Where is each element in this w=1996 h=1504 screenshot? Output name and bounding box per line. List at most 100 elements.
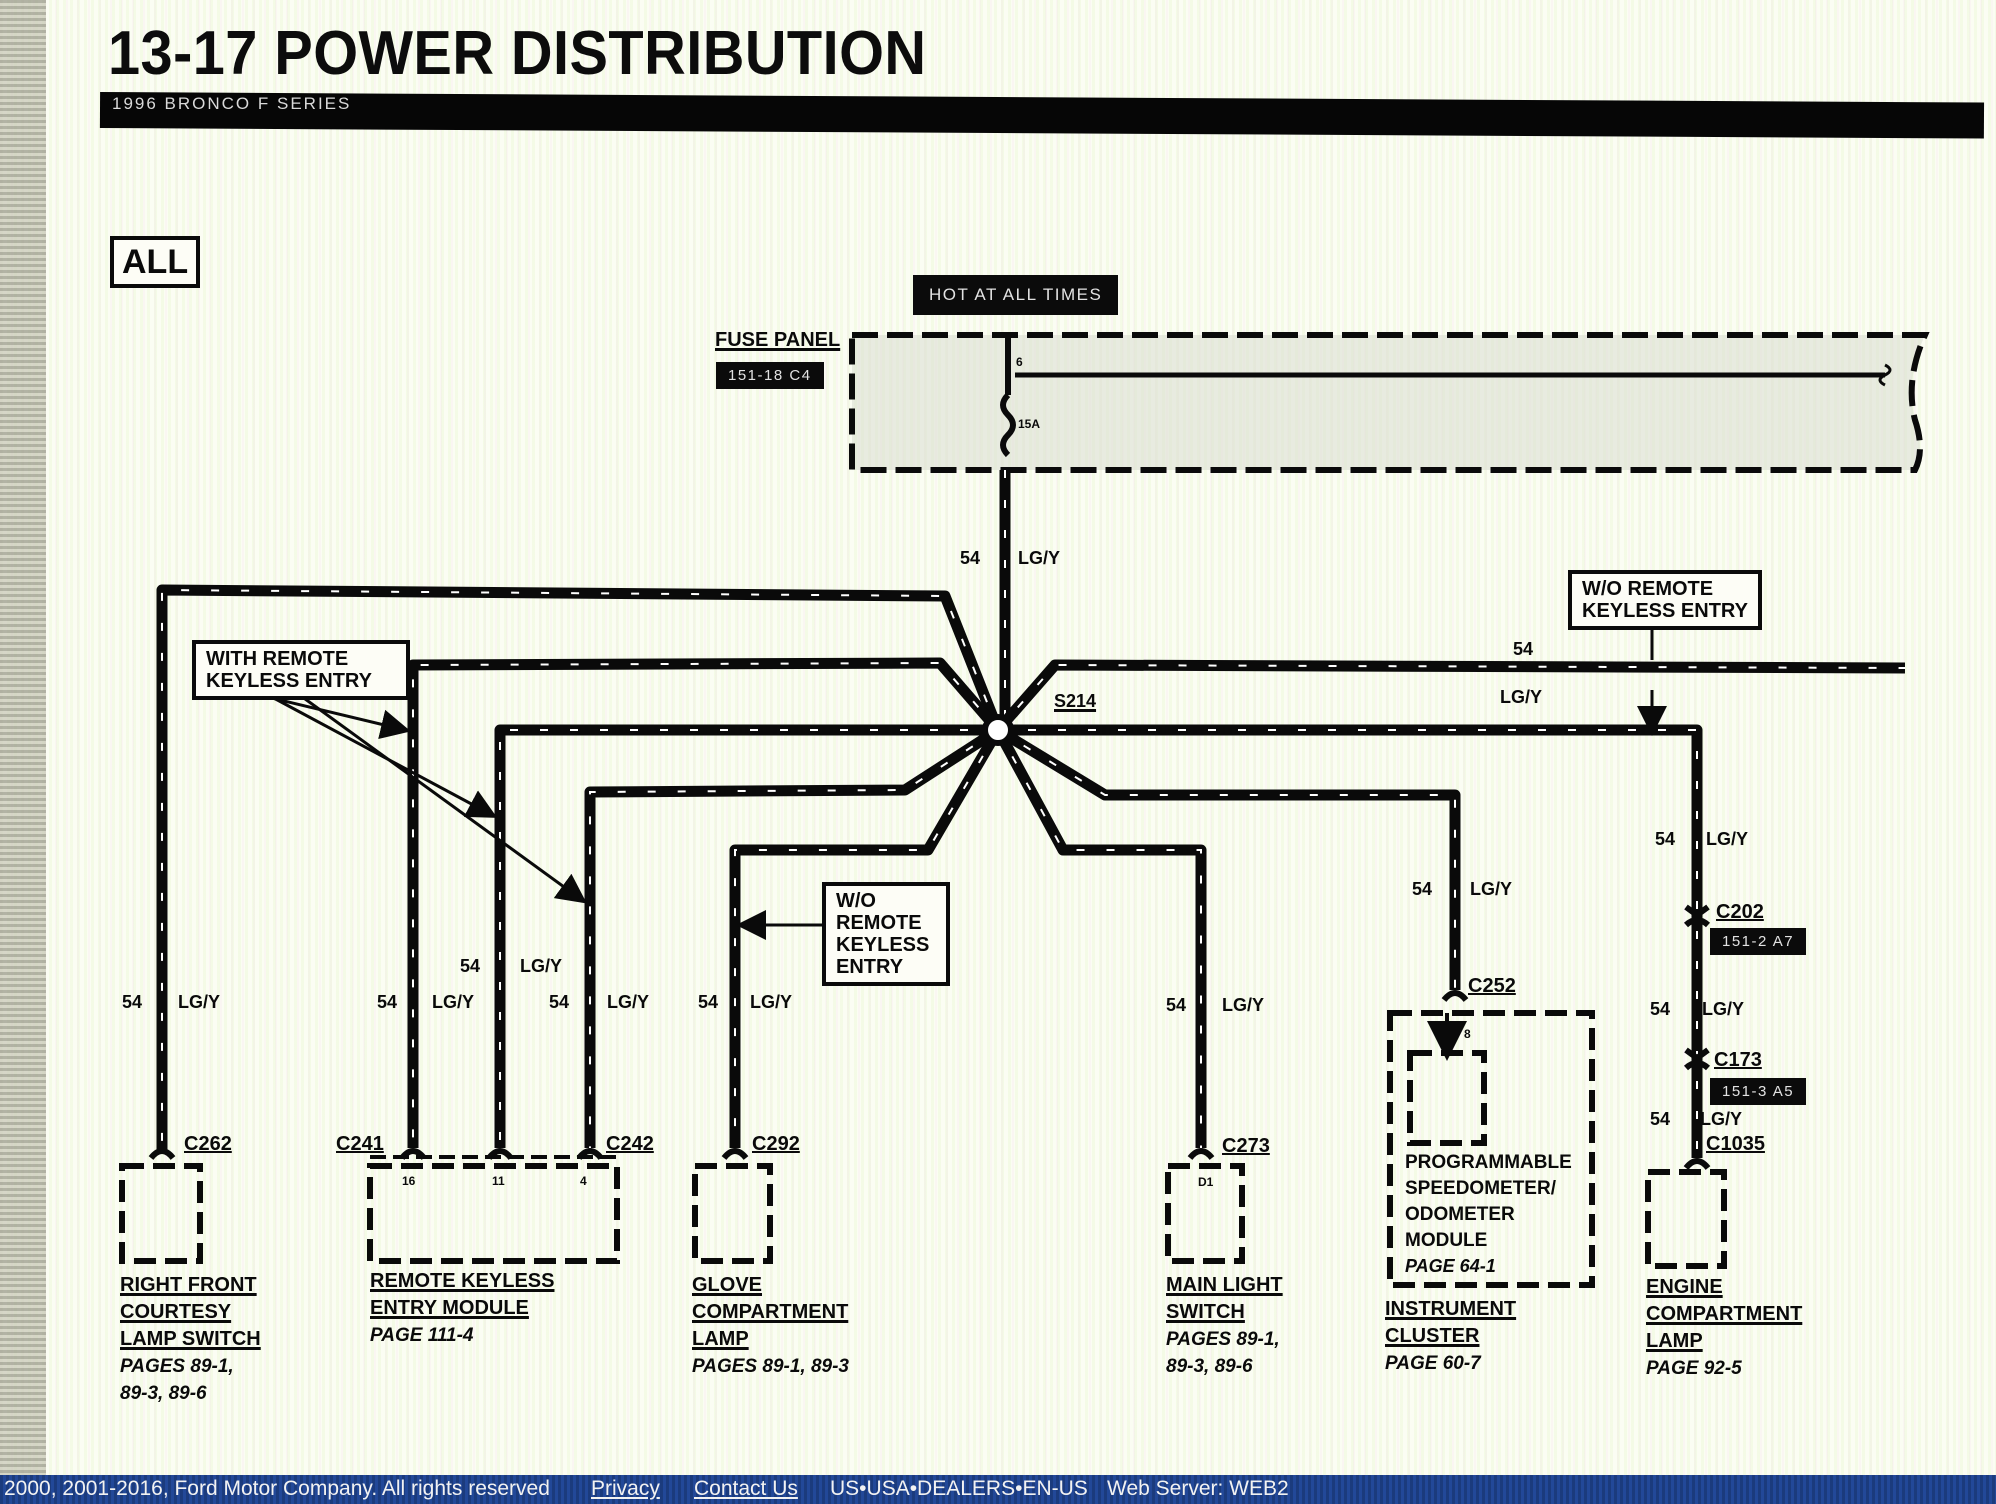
note-line: W/O — [836, 890, 876, 912]
module-name: SPEEDOMETER/ — [1405, 1178, 1556, 1199]
fuse-symbol — [1000, 392, 1016, 458]
component-name: MAIN LIGHT — [1166, 1274, 1283, 1296]
connector-symbol-c252 — [1441, 990, 1469, 1002]
wire-stripe-branch-courtesy — [161, 588, 999, 1150]
component-glove-compartment-lamp: GLOVE COMPARTMENT LAMP PAGES 89-1, 89-3 — [692, 1272, 849, 1380]
inline-connector-c173 — [1683, 1047, 1711, 1071]
fuse-panel-box — [849, 332, 1930, 473]
module-name: PROGRAMMABLE — [1405, 1152, 1572, 1173]
connector-c202-ref: 151-2 A7 — [1710, 928, 1807, 955]
component-name: LAMP — [1646, 1330, 1703, 1352]
privacy-link[interactable]: Privacy — [591, 1477, 660, 1500]
note-leaders — [229, 625, 1667, 940]
wire-color-label: LG/Y — [178, 992, 221, 1012]
wire-circuit-label: 54 — [377, 992, 398, 1012]
wire-circuit-label: 54 — [122, 992, 143, 1012]
component-name: COURTESY — [120, 1301, 232, 1323]
component-name: ENTRY MODULE — [370, 1297, 529, 1319]
page-title: 13-17 POWER DISTRIBUTION — [108, 19, 927, 88]
connector-c173-ref: 151-3 A5 — [1710, 1078, 1807, 1105]
hot-at-all-times-tag: HOT AT ALL TIMES — [913, 275, 1119, 315]
connector-symbol-c262 — [148, 1148, 176, 1160]
web-server-text: Web Server: WEB2 — [1107, 1477, 1289, 1500]
page-subtitle: 1996 BRONCO F SERIES — [112, 94, 352, 113]
wire-stripe-branch-wo-rke — [997, 663, 1906, 731]
pin-16: 16 — [402, 1174, 416, 1188]
component-name: COMPARTMENT — [1646, 1303, 1803, 1325]
component-engine-compartment-lamp: ENGINE COMPARTMENT LAMP PAGE 92-5 — [1646, 1274, 1802, 1382]
locale-text: US•USA•DEALERS•EN-US — [830, 1477, 1088, 1500]
component-page-ref: PAGES 89-1, — [1166, 1329, 1280, 1350]
connector-symbol-c292 — [721, 1148, 749, 1160]
component-page-ref: PAGE 111-4 — [370, 1325, 474, 1346]
wire-circuit-label: 54 — [960, 548, 981, 568]
glove-lamp-box — [692, 1163, 773, 1264]
wire-branch-rke-16 — [407, 657, 1003, 1148]
wire-color-label: LG/Y — [432, 992, 475, 1012]
courtesy-lamp-switch-box — [119, 1163, 203, 1264]
note-line: ENTRY — [836, 956, 904, 978]
module-name: MODULE — [1405, 1230, 1488, 1251]
wire-color-label: LG/Y — [520, 956, 563, 976]
component-name: CLUSTER — [1385, 1325, 1480, 1347]
connector-c242: C242 — [606, 1133, 654, 1155]
copyright-text: 2000, 2001-2016, Ford Motor Company. All… — [4, 1477, 550, 1500]
note-line: REMOTE — [836, 912, 922, 934]
component-page-ref: 89-3, 89-6 — [120, 1383, 207, 1404]
pin-4: 4 — [580, 1174, 587, 1188]
fuse-terminal: 6 — [1016, 355, 1023, 369]
wire-stripe-branch-cluster — [997, 729, 1456, 990]
fuse-panel-ref: 151-18 C4 — [716, 362, 824, 389]
component-page-ref: PAGES 89-1, — [120, 1356, 234, 1377]
pin-11: 11 — [492, 1174, 505, 1188]
component-speedo-module: PROGRAMMABLE SPEEDOMETER/ ODOMETER MODUL… — [1405, 1150, 1572, 1278]
component-name: RIGHT FRONT — [120, 1274, 257, 1296]
component-page-ref: PAGE 60-7 — [1385, 1353, 1481, 1374]
wire-color-label: LG/Y — [1222, 995, 1265, 1015]
wire-branch-engine — [998, 724, 1703, 1158]
wire-stripe-branch-rke-4 — [589, 729, 999, 1148]
connector-c241: C241 — [336, 1133, 384, 1155]
wire-branch-cluster — [995, 725, 1461, 990]
inline-connector-c202 — [1683, 904, 1711, 928]
wire-circuit-label: 54 — [1650, 999, 1671, 1019]
bus-break-symbol — [1878, 363, 1892, 387]
component-instrument-cluster: INSTRUMENT CLUSTER PAGE 60-7 — [1385, 1296, 1516, 1377]
instrument-cluster-box — [1387, 1010, 1595, 1288]
component-name: ENGINE — [1646, 1276, 1723, 1298]
wire-branch-wo-rke — [993, 659, 1906, 734]
note-line: KEYLESS — [836, 934, 930, 956]
component-name: LAMP SWITCH — [120, 1328, 261, 1350]
component-rke-module: REMOTE KEYLESS ENTRY MODULE PAGE 111-4 — [370, 1268, 554, 1349]
wire-stripe-branch-glove — [734, 729, 999, 1148]
wire-circuit-label: 54 — [460, 956, 481, 976]
connector-symbol-c273 — [1187, 1148, 1215, 1160]
wire-circuit-label: 54 — [1513, 639, 1534, 659]
wire-color-label: LG/Y — [1470, 879, 1513, 899]
page-edge-shadow — [0, 0, 46, 1475]
pin-8: 8 — [1464, 1027, 1471, 1041]
component-name: INSTRUMENT — [1385, 1298, 1517, 1320]
wire-circuit-label: 54 — [698, 992, 719, 1012]
with-rke-note: WITH REMOTE KEYLESS ENTRY — [192, 640, 410, 700]
contact-us-link[interactable]: Contact Us — [694, 1477, 798, 1500]
component-page-ref: PAGES 89-1, 89-3 — [692, 1356, 850, 1377]
component-page-ref: PAGE 92-5 — [1646, 1358, 1742, 1379]
wire-color-label: LG/Y — [607, 992, 650, 1012]
connector-symbol-c1035 — [1683, 1158, 1711, 1170]
wire-color-label: LG/Y — [1706, 829, 1749, 849]
component-courtesy-lamp-switch: RIGHT FRONT COURTESY LAMP SWITCH PAGES 8… — [120, 1272, 261, 1407]
component-name: REMOTE KEYLESS — [370, 1270, 555, 1292]
wire-circuit-label: 54 — [1412, 879, 1433, 899]
wire-branch-rke-11 — [494, 724, 998, 1148]
connector-c292: C292 — [752, 1133, 800, 1155]
without-rke-note-center: W/O REMOTE KEYLESS ENTRY — [822, 882, 950, 986]
fuse-panel-label: FUSE PANEL — [715, 329, 841, 351]
engine-lamp-box — [1645, 1169, 1727, 1269]
wire-color-label: LG/Y — [1700, 1109, 1743, 1129]
component-name: LAMP — [692, 1328, 749, 1350]
connector-c202: C202 — [1716, 901, 1764, 923]
component-name: SWITCH — [1166, 1301, 1245, 1323]
module-name: ODOMETER — [1405, 1204, 1515, 1225]
